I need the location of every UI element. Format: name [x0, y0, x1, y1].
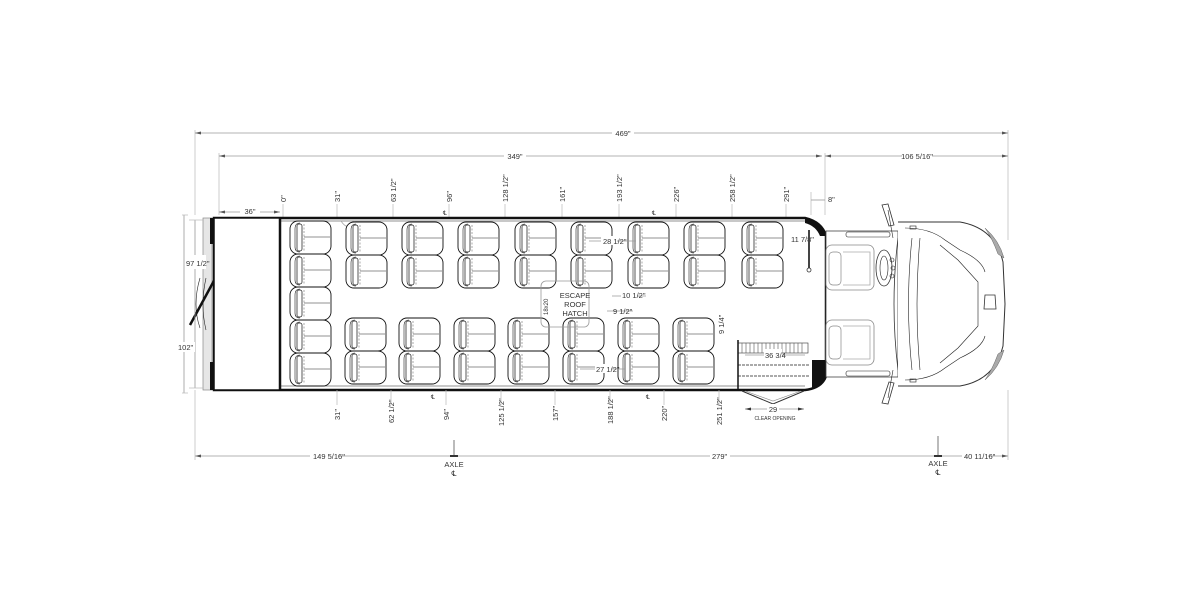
rear-storage-label: 36" [244, 207, 255, 216]
rear-overhang-label: 149 5/16" [313, 452, 345, 461]
svg-text:℄: ℄ [442, 211, 447, 217]
svg-text:226": 226" [672, 186, 681, 202]
svg-text:28 1/2": 28 1/2" [603, 237, 627, 246]
cab-section [825, 203, 1006, 405]
cab-length-dimension: 106 5/16" [824, 151, 1008, 215]
svg-text:157": 157" [551, 405, 560, 421]
entry-door: 29 CLEAR OPENING [741, 390, 805, 422]
interior-dimensions: 28 1/2" 10 1/2" 9 1/2" 27 1/2" 11 7/8" 9… [580, 235, 814, 374]
clear-opening-label: CLEAR OPENING [754, 416, 795, 422]
svg-text:128 1/2": 128 1/2" [501, 174, 510, 202]
escape-roof-hatch: ESCAPE ROOF HATCH 18x20 [540, 280, 590, 328]
svg-text:291": 291" [782, 186, 791, 202]
wheelbase-label: 279" [712, 452, 728, 461]
rear-axle-centerline: ℄ [451, 469, 458, 478]
svg-text:36 3/4: 36 3/4 [765, 351, 786, 360]
top-station-marks: 0" 31" 63 1/2" 96" 128 1/2" 161" 193 1/2… [279, 174, 791, 218]
bottom-station-marks: 31" 62 1/2" 94" 125 1/2" 157" 188 1/2" 2… [333, 390, 724, 426]
svg-text:161": 161" [558, 186, 567, 202]
svg-text:9 1/4": 9 1/4" [717, 314, 726, 334]
svg-text:27 1/2": 27 1/2" [596, 365, 620, 374]
svg-text:62 1/2": 62 1/2" [387, 399, 396, 423]
axle-dimensions: 149 5/16" 279" 40 11/16" AXLE ℄ AXLE ℄ [194, 390, 1009, 478]
svg-text:18x20: 18x20 [544, 298, 550, 315]
svg-text:9 1/2": 9 1/2" [613, 307, 633, 316]
body-length-dimension: 349" [218, 151, 822, 215]
svg-text:ROOF: ROOF [564, 300, 586, 309]
svg-text:31": 31" [333, 191, 342, 202]
svg-text:258 1/2": 258 1/2" [728, 174, 737, 202]
overall-length-label: 469" [615, 129, 631, 138]
svg-text:℄: ℄ [651, 211, 656, 217]
width-dimensions: 97 1/2" 102" [177, 214, 210, 394]
bus-body [188, 216, 828, 392]
svg-text:220": 220" [660, 405, 669, 421]
stanchion-bar [806, 230, 812, 273]
svg-text:251 1/2": 251 1/2" [715, 397, 724, 425]
svg-text:11 7/8": 11 7/8" [791, 235, 814, 244]
rear-axle-label: AXLE [444, 460, 463, 469]
svg-text:℄: ℄ [645, 395, 650, 401]
lower-row-seats [344, 317, 715, 385]
svg-text:0": 0" [279, 195, 288, 202]
exterior-width-label: 102" [178, 343, 194, 352]
svg-text:℄: ℄ [430, 395, 435, 401]
interior-width-label: 97 1/2" [186, 259, 210, 268]
rear-storage-dimension: 36" [219, 207, 280, 216]
svg-text:125 1/2": 125 1/2" [497, 398, 506, 426]
svg-text:63 1/2": 63 1/2" [389, 178, 398, 202]
passenger-seat [825, 319, 875, 366]
step-offset-dimension: 8" [810, 192, 835, 215]
svg-text:31": 31" [333, 409, 342, 420]
front-axle-label: 40 11/16" [964, 452, 996, 461]
svg-text:188 1/2": 188 1/2" [606, 396, 615, 424]
cab-length-label: 106 5/16" [901, 152, 933, 161]
body-length-label: 349" [507, 152, 523, 161]
entry-stairs: 36 3/4 [737, 340, 810, 390]
driver-seat [825, 244, 875, 291]
step-offset-label: 8" [828, 195, 835, 204]
svg-text:10 1/2": 10 1/2" [622, 291, 646, 300]
svg-text:193 1/2": 193 1/2" [615, 174, 624, 202]
upper-row-seats [345, 221, 784, 289]
svg-text:ESCAPE: ESCAPE [560, 291, 590, 300]
svg-text:HATCH: HATCH [562, 309, 587, 318]
svg-text:94": 94" [442, 409, 451, 420]
svg-text:96": 96" [445, 191, 454, 202]
overall-length-dimension: 469" [194, 128, 1009, 240]
door-opening-label: 29 [769, 405, 777, 414]
front-axle-centerline: ℄ [935, 468, 942, 477]
front-axle-label-text: AXLE [928, 459, 947, 468]
